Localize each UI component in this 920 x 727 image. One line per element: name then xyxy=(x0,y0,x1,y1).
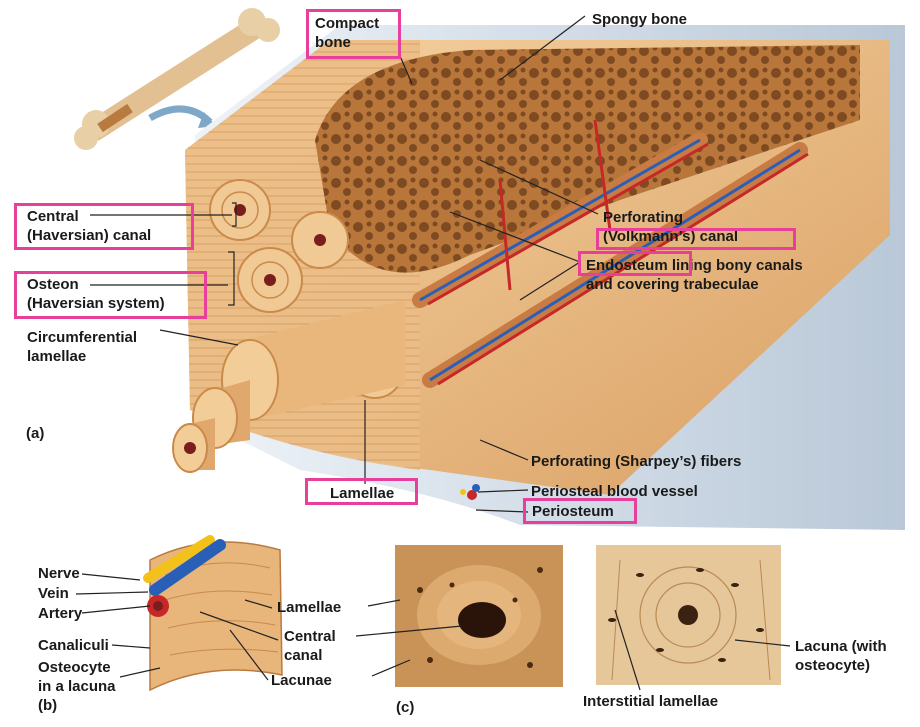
highlight-periosteum xyxy=(523,498,637,524)
label-nerve: Nerve xyxy=(38,564,80,583)
label-canaliculi: Canaliculi xyxy=(38,636,109,655)
label-spongy-bone: Spongy bone xyxy=(592,10,687,29)
highlight-endosteum xyxy=(578,251,692,276)
highlight-osteon xyxy=(14,271,207,319)
panel-label-b: (b) xyxy=(38,696,57,715)
micrograph-right xyxy=(596,545,781,685)
label-lacunae: Lacunae xyxy=(271,671,332,690)
micrograph-left xyxy=(395,545,563,687)
panel-label-a: (a) xyxy=(26,424,44,443)
label-sharpey-fibers: Perforating (Sharpey’s) fibers xyxy=(531,452,741,471)
panel-label-c: (c) xyxy=(396,698,414,717)
label-interstitial-lamellae: Interstitial lamellae xyxy=(583,692,718,711)
label-artery: Artery xyxy=(38,604,82,623)
osteon-wedge xyxy=(147,540,282,690)
highlight-lamellae xyxy=(305,478,418,505)
highlight-compact-bone xyxy=(306,9,401,59)
label-vein: Vein xyxy=(38,584,69,603)
highlight-central-canal xyxy=(14,203,194,250)
label-lamellae-b: Lamellae xyxy=(277,598,341,617)
highlight-perforating-canal xyxy=(596,228,796,250)
